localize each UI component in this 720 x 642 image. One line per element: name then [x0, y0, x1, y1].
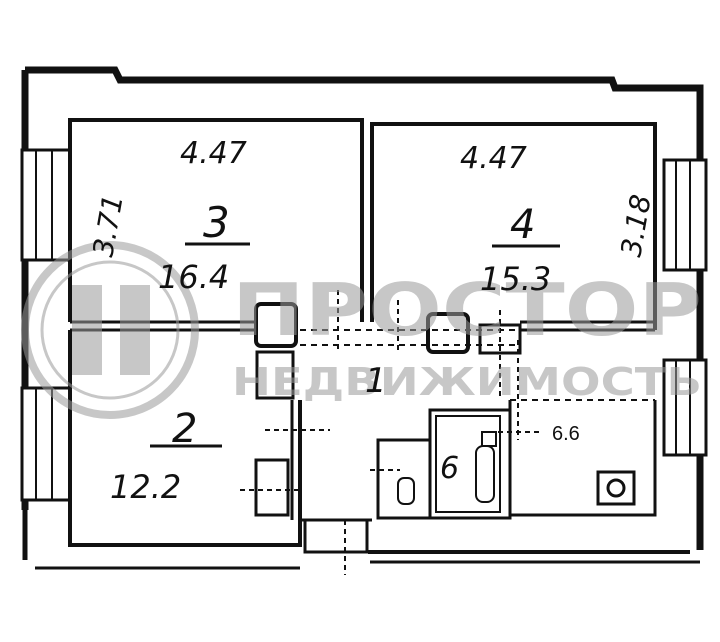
room-2-area: 12.2: [110, 468, 181, 506]
window-left-bottom: [20, 386, 72, 502]
room-4-depth: 3.18: [614, 192, 657, 259]
room-6-outline: [508, 399, 657, 517]
room-1-outline: [300, 329, 520, 554]
room-4-width: 4.47: [460, 141, 527, 176]
window-right-bottom: [662, 358, 708, 457]
room-2-number: 2: [172, 406, 197, 452]
room-3-area: 16.4: [158, 258, 229, 296]
room-4-number: 4: [510, 202, 535, 248]
shafts: [254, 302, 522, 517]
room-4-area: 15.3: [480, 260, 551, 298]
room-2-outline: [68, 330, 302, 547]
watermark-brand: ПРОСТОР: [232, 268, 702, 352]
watermark-logo-icon: [21, 241, 199, 419]
watermark: ПРОСТОР НЕДВИЖИМОСТЬ: [21, 241, 702, 419]
window-right-top: [662, 158, 708, 272]
room-3-width: 4.47: [180, 136, 247, 171]
room-6-area: 6.6: [552, 423, 580, 445]
room-3-number: 3: [203, 198, 230, 247]
room-1-number: 1: [365, 361, 387, 401]
room-6-number: 6: [440, 451, 459, 486]
watermark-tagline: НЕДВИЖИМОСТЬ: [232, 360, 702, 404]
dimension-marks: [240, 290, 540, 575]
window-left-top: [20, 148, 72, 262]
bathroom-block: [376, 408, 512, 520]
room-4-outline: [370, 122, 657, 332]
